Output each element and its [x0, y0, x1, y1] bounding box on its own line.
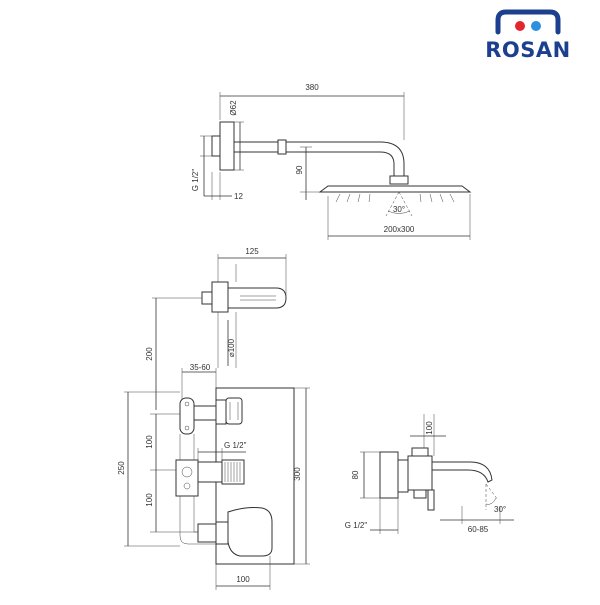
dim-flange-depth: 12	[234, 192, 243, 201]
dim-spout-diameter: ⌀100	[227, 338, 236, 357]
dim-mixer-thread: G 1/2"	[224, 441, 247, 450]
dim-spout-height: 200	[145, 347, 154, 361]
dim-bath-body-height: 80	[351, 470, 360, 479]
dim-arm-length: 380	[305, 83, 319, 92]
bath-wall-block	[379, 451, 399, 499]
shower-arm-straight	[233, 141, 279, 153]
dim-flange-diameter: Ø62	[229, 100, 238, 116]
dim-spout-length: 125	[245, 247, 259, 256]
diverter-rosette	[215, 399, 227, 425]
dim-shower-spray-angle: 30°	[393, 205, 405, 214]
logo-arch-icon	[495, 9, 561, 35]
diverter-knob	[225, 397, 243, 425]
shower-wall-thread	[211, 135, 221, 157]
dim-head-size: 200x300	[384, 225, 415, 234]
brand-logo: ROSAN	[485, 9, 570, 62]
bath-spout-arm	[431, 461, 493, 483]
logo-blue-dot-icon	[531, 21, 541, 31]
shower-head-plate	[318, 185, 472, 193]
spout-body	[227, 287, 287, 309]
dim-plate-height-total: 250	[117, 461, 126, 475]
dim-bath-projection: 60-85	[468, 525, 489, 534]
logo-wordmark: ROSAN	[485, 38, 570, 62]
dim-shower-thread: G 1/2"	[191, 169, 200, 192]
bath-rosette	[397, 459, 409, 493]
bath-handle	[427, 489, 435, 511]
thermostat-cartridge	[197, 461, 223, 483]
diverter-cartridge	[179, 397, 195, 435]
dim-arm-drop: 90	[295, 165, 304, 174]
bath-diverter-base	[413, 489, 427, 499]
dim-plate-width: 100	[236, 575, 250, 584]
dim-bath-top-clearance: 100	[425, 421, 434, 435]
dim-plate-offset: 35-60	[190, 363, 211, 372]
bath-mixer-body	[407, 455, 433, 491]
mixer-rosette	[215, 521, 229, 545]
mixer-cartridge	[197, 523, 217, 543]
mixer-lever-handle	[227, 507, 273, 557]
dim-lower-spacing: 100	[145, 493, 154, 507]
dim-bath-thread: G 1/2"	[345, 521, 368, 530]
shower-arm-joint	[277, 139, 287, 155]
shower-wall-flange	[219, 121, 235, 171]
diverter-stem	[193, 405, 217, 421]
thermostat-body	[175, 459, 199, 497]
thermostat-knurled-knob	[221, 459, 245, 485]
dim-overall-height: 300	[293, 467, 302, 481]
shower-head-connector	[389, 175, 409, 185]
wall-mixer-drawing: 125 ⌀100 200 35-60	[117, 247, 310, 590]
shower-head-drawing: 380 Ø62 G 1/2" 12 90 30° 200x300	[191, 83, 472, 240]
spout-thread	[201, 291, 213, 305]
bath-spout-drawing: 100 80 30° G 1/2" 60-85	[345, 414, 514, 534]
logo-red-dot-icon	[515, 21, 525, 31]
bath-lever-top	[411, 447, 429, 457]
spout-flange	[211, 281, 229, 313]
dim-upper-spacing: 100	[145, 435, 154, 449]
